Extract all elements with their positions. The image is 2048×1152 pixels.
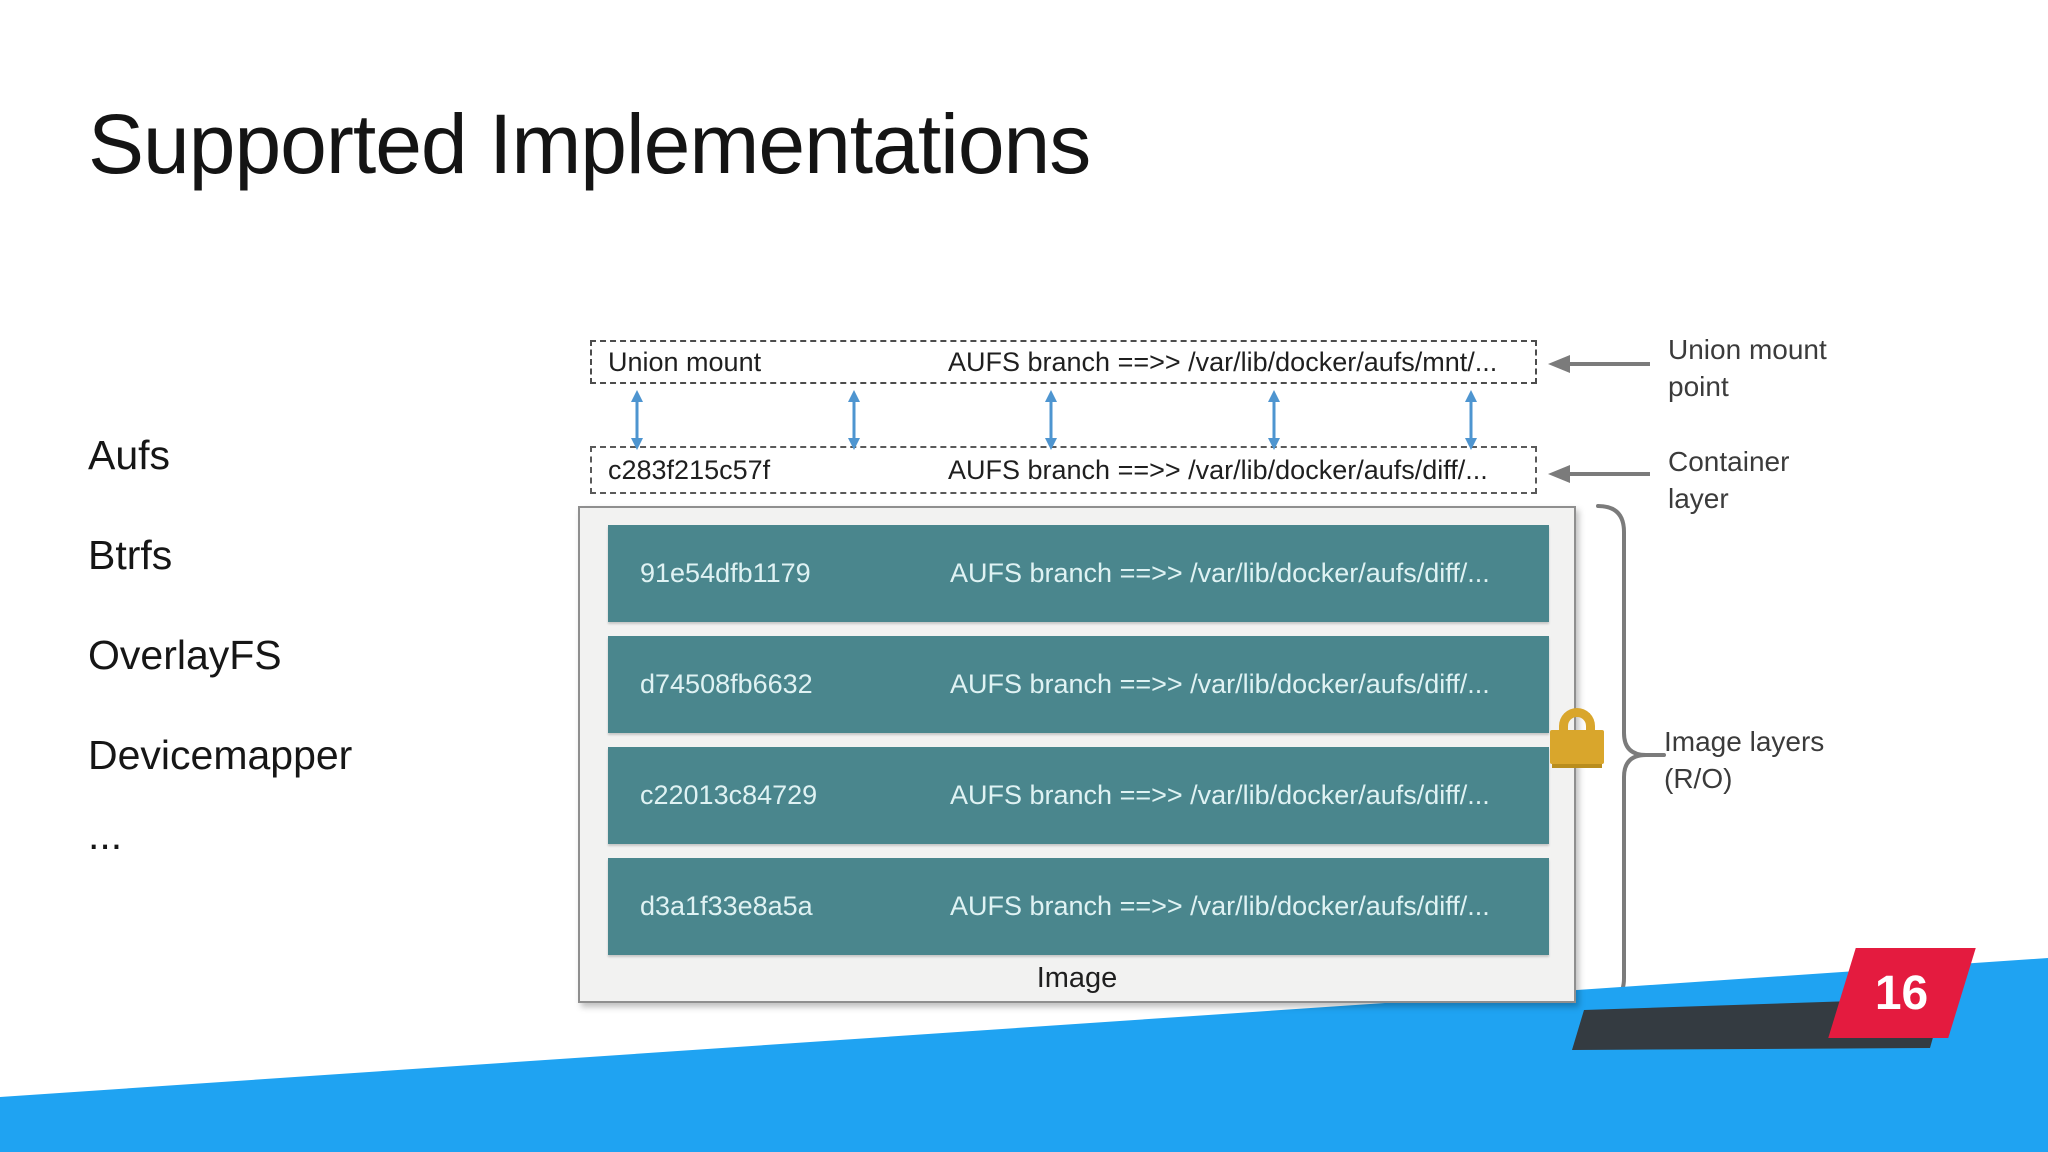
image-caption: Image bbox=[1036, 962, 1118, 994]
page-number: 16 bbox=[1875, 966, 1929, 1020]
layer-path: AUFS branch ==>> /var/lib/docker/aufs/di… bbox=[950, 669, 1490, 699]
container-layer-id: c283f215c57f bbox=[608, 454, 771, 485]
annotation-union-mount-point: Union mount point bbox=[1668, 334, 1827, 402]
image-layer-row: 91e54dfb1179 AUFS branch ==>> /var/lib/d… bbox=[608, 525, 1549, 622]
layer-id: d74508fb6632 bbox=[640, 669, 813, 699]
vertical-double-arrow-icon bbox=[1465, 390, 1477, 450]
layer-path: AUFS branch ==>> /var/lib/docker/aufs/di… bbox=[950, 558, 1490, 588]
layer-id: d3a1f33e8a5a bbox=[640, 891, 813, 921]
vertical-double-arrow-icon bbox=[631, 390, 643, 450]
left-arrow-icon bbox=[1548, 465, 1650, 483]
layer-id: c22013c84729 bbox=[640, 780, 818, 810]
curly-brace bbox=[1596, 504, 1666, 1006]
list-item-overlayfs: OverlayFS bbox=[88, 632, 282, 678]
annotation-image-layers: Image layers (R/O) bbox=[1664, 726, 1825, 794]
left-arrow-icon bbox=[1548, 355, 1650, 373]
lock-icon bbox=[1550, 708, 1604, 768]
union-mount-label: Union mount bbox=[608, 346, 762, 377]
union-mount-path: AUFS branch ==>> /var/lib/docker/aufs/mn… bbox=[948, 346, 1498, 377]
list-item-devicemapper: Devicemapper bbox=[88, 732, 353, 778]
union-mount-box: Union mount AUFS branch ==>> /var/lib/do… bbox=[590, 340, 1537, 384]
container-layer-path: AUFS branch ==>> /var/lib/docker/aufs/di… bbox=[948, 454, 1488, 485]
image-layers-container: 91e54dfb1179 AUFS branch ==>> /var/lib/d… bbox=[578, 506, 1576, 1003]
vertical-double-arrow-icon bbox=[1268, 390, 1280, 450]
list-item-btrfs: Btrfs bbox=[88, 532, 173, 578]
image-layer-row: d74508fb6632 AUFS branch ==>> /var/lib/d… bbox=[608, 636, 1549, 733]
layer-id: 91e54dfb1179 bbox=[640, 558, 811, 588]
layer-path: AUFS branch ==>> /var/lib/docker/aufs/di… bbox=[950, 891, 1490, 921]
list-item-ellipsis: ... bbox=[88, 812, 123, 858]
container-layer-box: c283f215c57f AUFS branch ==>> /var/lib/d… bbox=[590, 446, 1537, 494]
image-layer-row: c22013c84729 AUFS branch ==>> /var/lib/d… bbox=[608, 747, 1549, 844]
list-item-aufs: Aufs bbox=[88, 432, 171, 478]
vertical-double-arrow-icon bbox=[1045, 390, 1057, 450]
vertical-double-arrow-icon bbox=[848, 390, 860, 450]
page-title: Supported Implementations bbox=[88, 97, 1091, 191]
page-number-badge: 16 bbox=[1828, 948, 1976, 1038]
image-layer-row: d3a1f33e8a5a AUFS branch ==>> /var/lib/d… bbox=[608, 858, 1549, 955]
layer-path: AUFS branch ==>> /var/lib/docker/aufs/di… bbox=[950, 780, 1490, 810]
annotation-container-layer: Container layer bbox=[1668, 446, 1790, 514]
